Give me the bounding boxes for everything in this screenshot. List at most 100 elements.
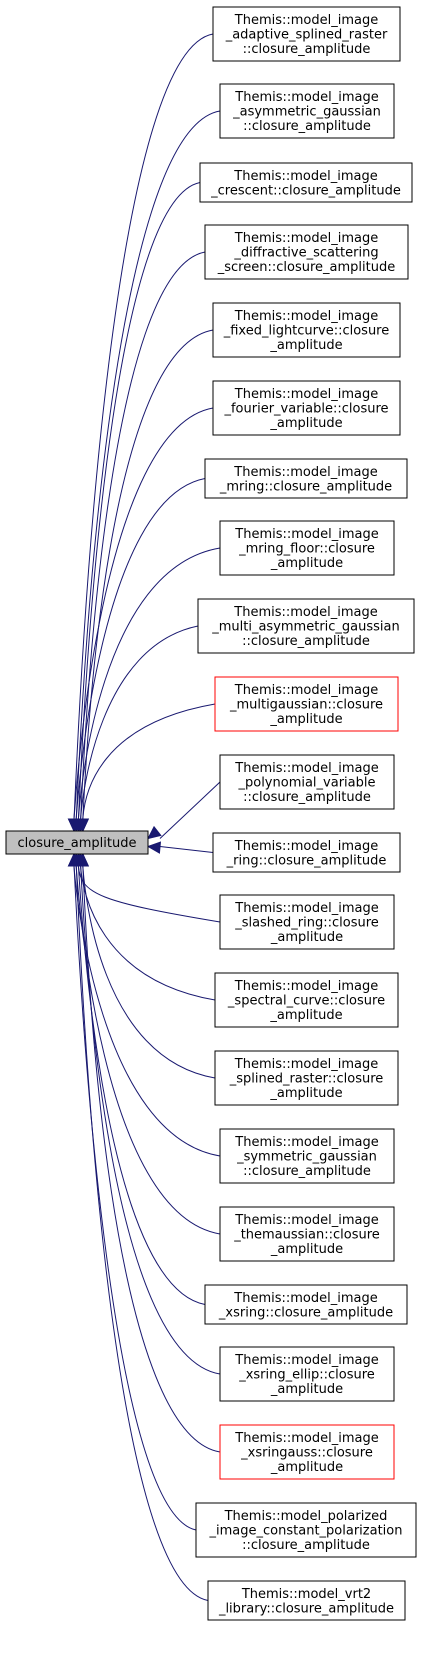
caller-node-label-line: _multi_asymmetric_gaussian	[211, 620, 400, 635]
caller-node-label-line: _themaussian::closure	[233, 1228, 380, 1243]
caller-node-label-line: _spectral_curve::closure	[227, 994, 385, 1009]
caller-node-label-line: Themis::model_image	[234, 1353, 378, 1368]
caller-node-label-line: Themis::model_image	[234, 979, 378, 994]
caller-node-label-line: _polynomial_variable	[237, 776, 375, 791]
caller-node-box	[212, 6, 401, 62]
caller-node-box	[219, 520, 395, 576]
caller-node-label-line: ::closure_amplitude	[243, 790, 371, 805]
caller-node-label-line: ::closure_amplitude	[243, 1164, 371, 1179]
caller-node-box	[214, 972, 399, 1028]
caller-node-label-line: Themis::model_vrt2	[241, 1587, 371, 1602]
caller-node-label-line: Themis::model_image	[234, 1057, 378, 1072]
caller-node-box	[219, 894, 395, 950]
root-node-box	[5, 830, 149, 855]
call-edge	[74, 852, 221, 1375]
caller-node-box	[207, 1580, 406, 1621]
call-edge	[72, 547, 221, 833]
caller-node-label-line: ::closure_amplitude	[242, 1538, 370, 1553]
caller-node-label-line: Themis::model_image	[233, 465, 377, 480]
caller-node-label-line: _adaptive_splined_raster	[225, 28, 388, 43]
caller-node-label-line: Themis::model_image	[234, 761, 378, 776]
caller-node-label-line: _xsring_ellip::closure	[238, 1368, 375, 1383]
call-edge	[67, 407, 214, 833]
caller-node-label-line: _slashed_ring::closure	[234, 916, 379, 931]
caller-node[interactable]: Themis::model_image_xsringauss::closure_…	[219, 1424, 395, 1480]
caller-node-label-line: Themis::model_image	[234, 901, 378, 916]
caller-node-label-line: Themis::model_image	[234, 90, 378, 105]
caller-node-box	[219, 83, 395, 139]
caller-node-label-line: _amplitude	[269, 416, 342, 431]
caller-node-label-line: Themis::model_image	[234, 839, 378, 854]
caller-node[interactable]: Themis::model_image_mring::closure_ampli…	[204, 458, 408, 499]
call-edge	[76, 703, 216, 833]
call-edge	[76, 852, 221, 1453]
caller-node[interactable]: Themis::model_image_xsring::closure_ampl…	[204, 1284, 408, 1325]
caller-node[interactable]: Themis::model_image_symmetric_gaussian::…	[219, 1128, 395, 1184]
caller-node[interactable]: Themis::model_polarized_image_constant_p…	[195, 1502, 417, 1558]
caller-node-label-line: _amplitude	[269, 1008, 342, 1023]
call-edge	[76, 852, 216, 1079]
caller-node-box	[204, 224, 409, 280]
caller-node-box	[195, 1502, 417, 1558]
caller-node[interactable]: Themis::model_image_slashed_ring::closur…	[219, 894, 395, 950]
caller-node-box	[197, 598, 415, 654]
call-edge	[69, 852, 209, 1601]
caller-node[interactable]: Themis::model_image_ring::closure_amplit…	[212, 832, 401, 873]
caller-node[interactable]: Themis::model_image_fixed_lightcurve::cl…	[212, 302, 401, 358]
caller-node-label-line: _image_constant_polarization	[209, 1524, 403, 1539]
caller-node[interactable]: Themis::model_image_adaptive_splined_ras…	[212, 6, 401, 62]
caller-node-box	[204, 458, 408, 499]
caller-node-label-line: Themis::model_image	[234, 527, 378, 542]
caller-node[interactable]: Themis::model_vrt2_library::closure_ampl…	[207, 1580, 406, 1621]
caller-node[interactable]: Themis::model_image_splined_raster::clos…	[214, 1050, 399, 1106]
caller-node[interactable]: Themis::model_image_crescent::closure_am…	[199, 162, 413, 203]
caller-node[interactable]: Themis::model_image_multigaussian::closu…	[214, 676, 399, 732]
caller-node-label-line: Themis::model_image	[233, 1291, 377, 1306]
caller-node-label-line: _amplitude	[269, 338, 342, 353]
caller-node-box	[212, 380, 401, 436]
call-edge	[72, 852, 206, 1305]
caller-node-box	[219, 1346, 395, 1402]
caller-node-label-line: Themis::model_image	[234, 13, 378, 28]
caller-node-label-line: _ring::closure_amplitude	[226, 853, 387, 868]
caller-node[interactable]: Themis::model_image_fourier_variable::cl…	[212, 380, 401, 436]
caller-node-label-line: _amplitude	[270, 1382, 343, 1397]
caller-node-label-line: _amplitude	[270, 1460, 343, 1475]
caller-node-label-line: _screen::closure_amplitude	[217, 260, 395, 275]
caller-node-box	[219, 1206, 395, 1262]
call-edge	[72, 852, 221, 923]
caller-node-label-line: _amplitude	[270, 930, 343, 945]
caller-node-label-line: _symmetric_gaussian	[236, 1150, 377, 1165]
caller-node-box	[219, 754, 395, 810]
caller-node[interactable]: Themis::model_image_multi_asymmetric_gau…	[197, 598, 415, 654]
caller-node[interactable]: Themis::model_image_diffractive_scatteri…	[204, 224, 409, 280]
caller-node-label-line: _asymmetric_gaussian	[232, 105, 381, 120]
caller-node-label-line: Themis::model_image	[234, 309, 378, 324]
caller-node[interactable]: Themis::model_image_asymmetric_gaussian:…	[219, 83, 395, 139]
caller-node-label-line: _crescent::closure_amplitude	[210, 183, 401, 198]
node-layer: Themis::model_image_adaptive_splined_ras…	[195, 6, 417, 1621]
caller-node[interactable]: Themis::model_image_xsring_ellip::closur…	[219, 1346, 395, 1402]
caller-node-label-line: _amplitude	[269, 712, 342, 727]
edge-layer	[67, 33, 221, 1601]
caller-node-label-line: _amplitude	[269, 1086, 342, 1101]
caller-node-label-line: _multigaussian::closure	[229, 698, 383, 713]
caller-node-label-line: _library::closure_amplitude	[218, 1601, 394, 1616]
caller-node-label-line: Themis::model_image	[233, 169, 377, 184]
call-edge	[74, 852, 216, 1001]
caller-node-box	[214, 1050, 399, 1106]
caller-node[interactable]: Themis::model_image_polynomial_variable:…	[219, 754, 395, 810]
caller-node-label-line: _amplitude	[270, 556, 343, 571]
caller-node[interactable]: Themis::model_image_mring_floor::closure…	[219, 520, 395, 576]
caller-node-label-line: Themis::model_image	[234, 683, 378, 698]
root-node[interactable]: closure_amplitude	[5, 830, 149, 855]
caller-node-label-line: ::closure_amplitude	[242, 634, 370, 649]
caller-node-label-line: _fourier_variable::closure	[223, 402, 388, 417]
caller-node[interactable]: Themis::model_image_themaussian::closure…	[219, 1206, 395, 1262]
caller-node-box	[219, 1424, 395, 1480]
caller-node[interactable]: Themis::model_image_spectral_curve::clos…	[214, 972, 399, 1028]
caller-node-box	[219, 1128, 395, 1184]
call-edge	[72, 182, 201, 833]
caller-node-label-line: _mring_floor::closure	[238, 542, 375, 557]
